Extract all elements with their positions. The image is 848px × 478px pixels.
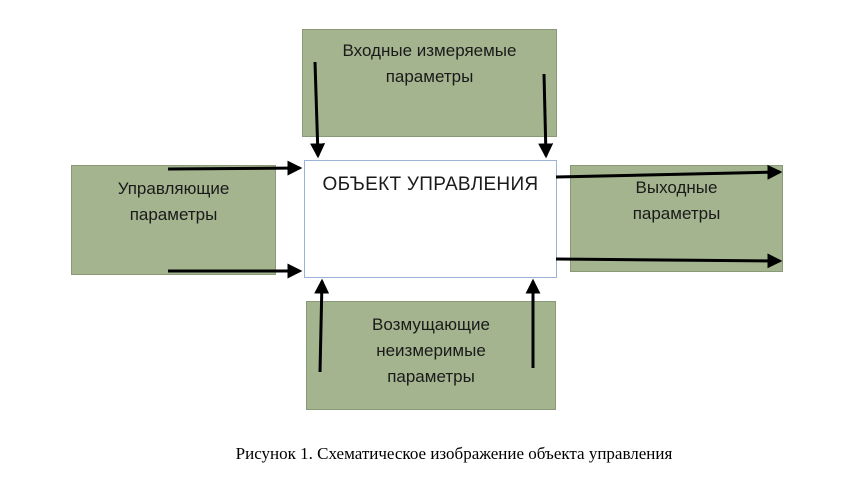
disturbing-parameters-box: Возмущающие неизмеримые параметры bbox=[306, 301, 556, 410]
input-measured-parameters-label: Входные измеряемые параметры bbox=[342, 41, 517, 86]
input-measured-parameters-box: Входные измеряемые параметры bbox=[302, 29, 557, 137]
output-parameters-label: Выходные параметры bbox=[632, 178, 721, 223]
control-parameters-label: Управляющие параметры bbox=[117, 179, 230, 224]
control-object-label: ОБЪЕКТ УПРАВЛЕНИЯ bbox=[322, 174, 539, 195]
control-object-box: ОБЪЕКТ УПРАВЛЕНИЯ bbox=[304, 160, 557, 278]
figure-caption: Рисунок 1. Схематическое изображение объ… bbox=[235, 444, 673, 463]
control-parameters-box: Управляющие параметры bbox=[71, 165, 276, 275]
disturbing-parameters-label: Возмущающие неизмеримые параметры bbox=[372, 315, 490, 386]
output-parameters-box: Выходные параметры bbox=[570, 165, 783, 272]
